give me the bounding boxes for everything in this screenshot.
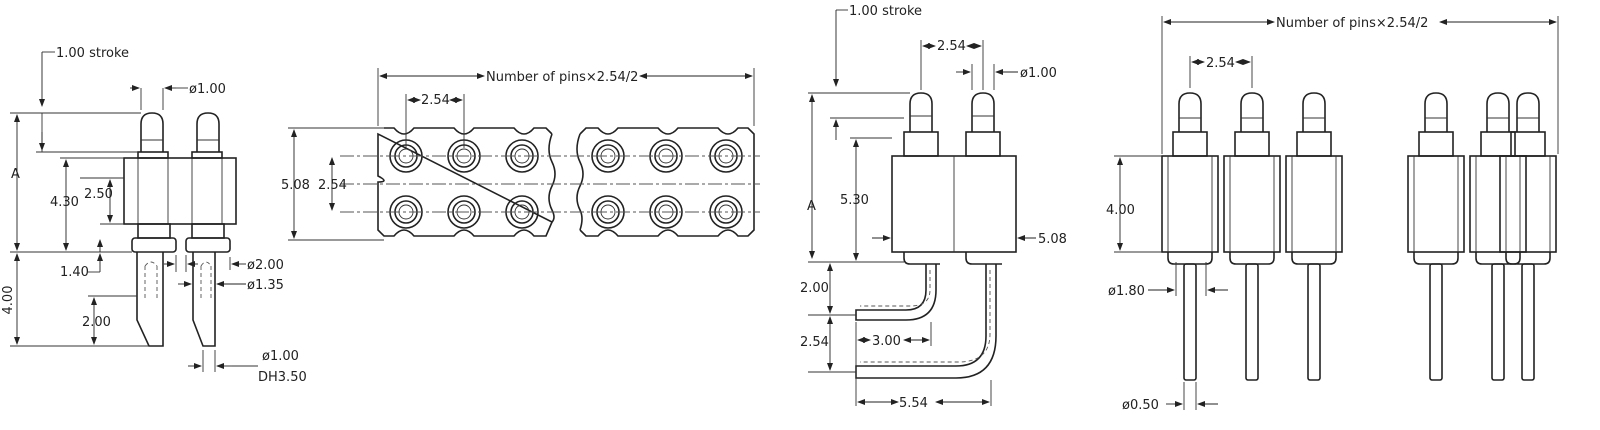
front-tail-diameter-label: ø0.50 xyxy=(1122,398,1159,413)
tail-left xyxy=(136,252,164,347)
front-pin-collar xyxy=(1296,131,1332,157)
front-pin-collar xyxy=(1510,131,1546,157)
ra-pin-diameter-label: ø1.00 xyxy=(1020,66,1057,81)
front-pin-base xyxy=(1291,252,1337,265)
front-pin-base xyxy=(1229,252,1275,265)
front-pins xyxy=(1161,92,1557,381)
ra-pin-tip-left xyxy=(909,92,933,132)
side-view-straight: 1.00 stroke ø1.00 A 4.00 4.30 2.50 1.40 … xyxy=(1,46,307,385)
pin-tip-right xyxy=(196,112,220,152)
dim-insulator-label: 2.50 xyxy=(84,187,113,202)
front-pin-base xyxy=(1475,252,1521,265)
front-body-height-label: 4.00 xyxy=(1106,203,1135,218)
shoulder-diameter-label: ø2.00 xyxy=(247,258,284,273)
top-view: Number of pins×2.54/2 2.54 5.08 2.54 xyxy=(281,68,760,241)
dim-body-height-label: 4.30 xyxy=(50,195,79,210)
ra-leg-short xyxy=(855,264,937,321)
front-pin-body xyxy=(1499,155,1557,253)
ra-pin-tip-right xyxy=(971,92,995,132)
front-pin-tail xyxy=(1521,263,1535,381)
ra-dim-a-label: A xyxy=(807,199,816,214)
front-pin-tail xyxy=(1183,263,1197,381)
ra-overall-width-label: 5.54 xyxy=(899,396,928,411)
top-outline-left xyxy=(377,127,554,237)
row-pitch-label: 2.54 xyxy=(318,178,347,193)
front-view: Number of pins×2.54/2 2.54 4.00 ø1.80 ø0… xyxy=(1106,16,1559,413)
front-pin-collar xyxy=(1480,131,1516,157)
front-pin-tip xyxy=(1486,92,1510,132)
front-pin-body xyxy=(1469,155,1527,253)
front-pin-tip xyxy=(1302,92,1326,132)
front-pin-tail xyxy=(1491,263,1505,381)
front-pin-base xyxy=(1505,252,1551,265)
hole-diameter-label: ø1.00 xyxy=(262,349,299,364)
front-pin-collar xyxy=(1172,131,1208,157)
ra-body-height-label: 5.30 xyxy=(840,193,869,208)
dim-shoulder-label: 1.40 xyxy=(60,265,89,280)
pin-tip-left xyxy=(140,112,164,152)
dim-a-label: A xyxy=(11,167,20,182)
insulator-body xyxy=(123,157,237,225)
front-pin-base xyxy=(1413,252,1459,265)
ra-body-width-label: 5.08 xyxy=(1038,232,1067,247)
dim-tail-length-label: 4.00 xyxy=(1,286,16,315)
front-pin-collar xyxy=(1234,131,1270,157)
top-outline-right xyxy=(579,127,755,237)
front-pin-tail xyxy=(1429,263,1443,381)
front-pin-body xyxy=(1285,155,1343,253)
front-pin-base xyxy=(1167,252,1213,265)
front-pin-tail xyxy=(1307,263,1321,381)
pin-hole-inner xyxy=(654,144,678,168)
side-view-right-angle: 1.00 stroke 2.54 ø1.00 A 5.30 5.08 2.00 xyxy=(800,4,1067,411)
front-pin-tail xyxy=(1245,263,1259,381)
front-pin-body xyxy=(1161,155,1219,253)
tail-diameter-label: ø1.35 xyxy=(247,278,284,293)
pin-hole-inner xyxy=(654,200,678,224)
stroke-note: 1.00 stroke xyxy=(56,46,129,61)
front-pin-body xyxy=(1407,155,1465,253)
outline-height-label: 5.08 xyxy=(281,178,310,193)
front-body-diameter-label: ø1.80 xyxy=(1108,284,1145,299)
top-width-formula: Number of pins×2.54/2 xyxy=(486,70,638,85)
tail-right xyxy=(192,252,216,347)
hole-depth-label: DH3.50 xyxy=(258,370,307,385)
front-pin-body xyxy=(1223,155,1281,253)
front-pin-tip xyxy=(1240,92,1264,132)
shoulder-left xyxy=(131,237,177,253)
front-pin-tip xyxy=(1516,92,1540,132)
dim-tail-taper-label: 2.00 xyxy=(82,315,111,330)
ra-stroke-note: 1.00 stroke xyxy=(849,4,922,19)
ra-pitch-label: 2.54 xyxy=(937,39,966,54)
ra-leg-drop-label: 2.00 xyxy=(800,281,829,296)
front-pin-tip xyxy=(1424,92,1448,132)
pin-diameter-label: ø1.00 xyxy=(189,82,226,97)
front-pin-collar xyxy=(1418,131,1454,157)
front-pitch-label: 2.54 xyxy=(1206,56,1235,71)
ra-row-spacing-label: 2.54 xyxy=(800,335,829,350)
ra-leg-offset-label: 3.00 xyxy=(872,334,901,349)
front-width-formula: Number of pins×2.54/2 xyxy=(1276,16,1428,31)
shoulder-right xyxy=(185,237,231,253)
top-pitch-label: 2.54 xyxy=(421,93,450,108)
front-pin-tip xyxy=(1178,92,1202,132)
